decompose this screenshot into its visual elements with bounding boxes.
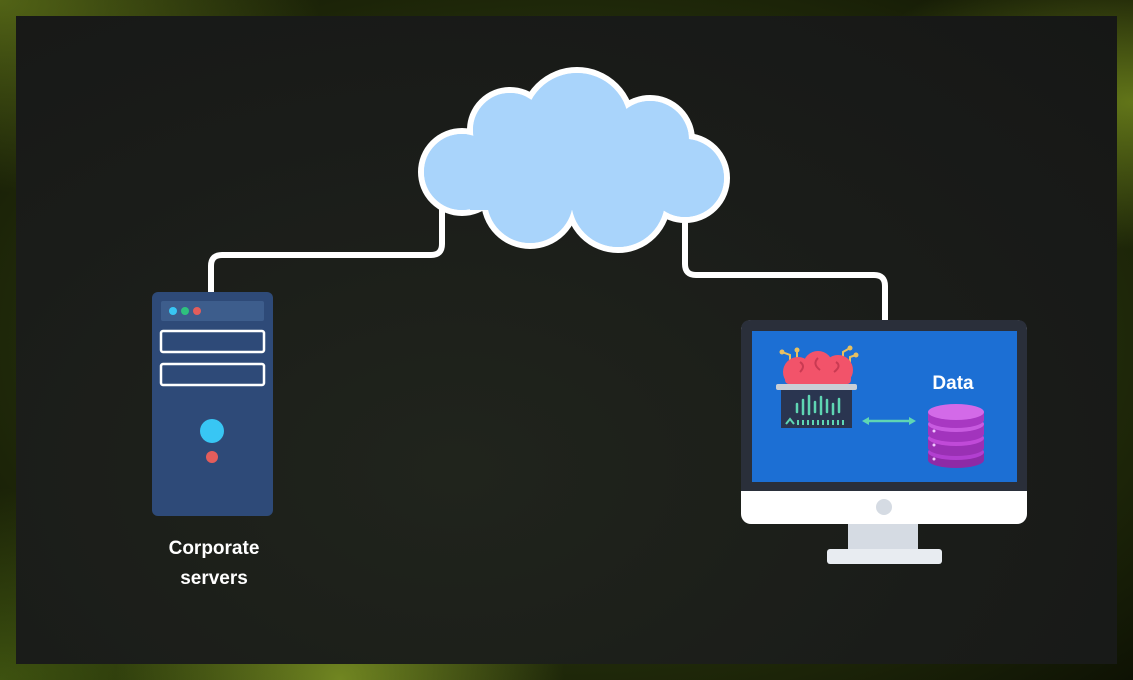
database-icon	[928, 404, 984, 468]
server-led-green	[181, 307, 189, 315]
brain-chip-icon	[776, 345, 859, 428]
server-icon	[152, 292, 273, 516]
monitor-stand-neck	[848, 524, 918, 551]
server-top-bar	[161, 301, 264, 321]
monitor-icon	[741, 320, 1027, 564]
monitor-stand-base	[827, 549, 942, 564]
server-led-red	[193, 307, 201, 315]
server-to-cloud-connector	[208, 197, 445, 299]
server-led-blue	[169, 307, 177, 315]
server-label-line-2: servers	[180, 568, 248, 589]
server-drive-bay-1	[159, 329, 266, 354]
server-power-button	[200, 419, 224, 443]
server-body	[152, 292, 273, 516]
corporate-servers-label: Corporate servers	[149, 534, 279, 594]
bidirectional-arrow-icon	[862, 417, 916, 425]
server-status-light	[206, 451, 218, 463]
cloud-to-monitor-connector	[682, 217, 888, 325]
data-label: Data	[932, 373, 974, 394]
monitor-camera-button	[876, 499, 892, 515]
server-drive-bay-2	[159, 362, 266, 387]
connector-lines	[208, 197, 888, 325]
cloud-fill-overlay	[424, 73, 724, 247]
server-label-line-1: Corporate	[168, 538, 260, 559]
